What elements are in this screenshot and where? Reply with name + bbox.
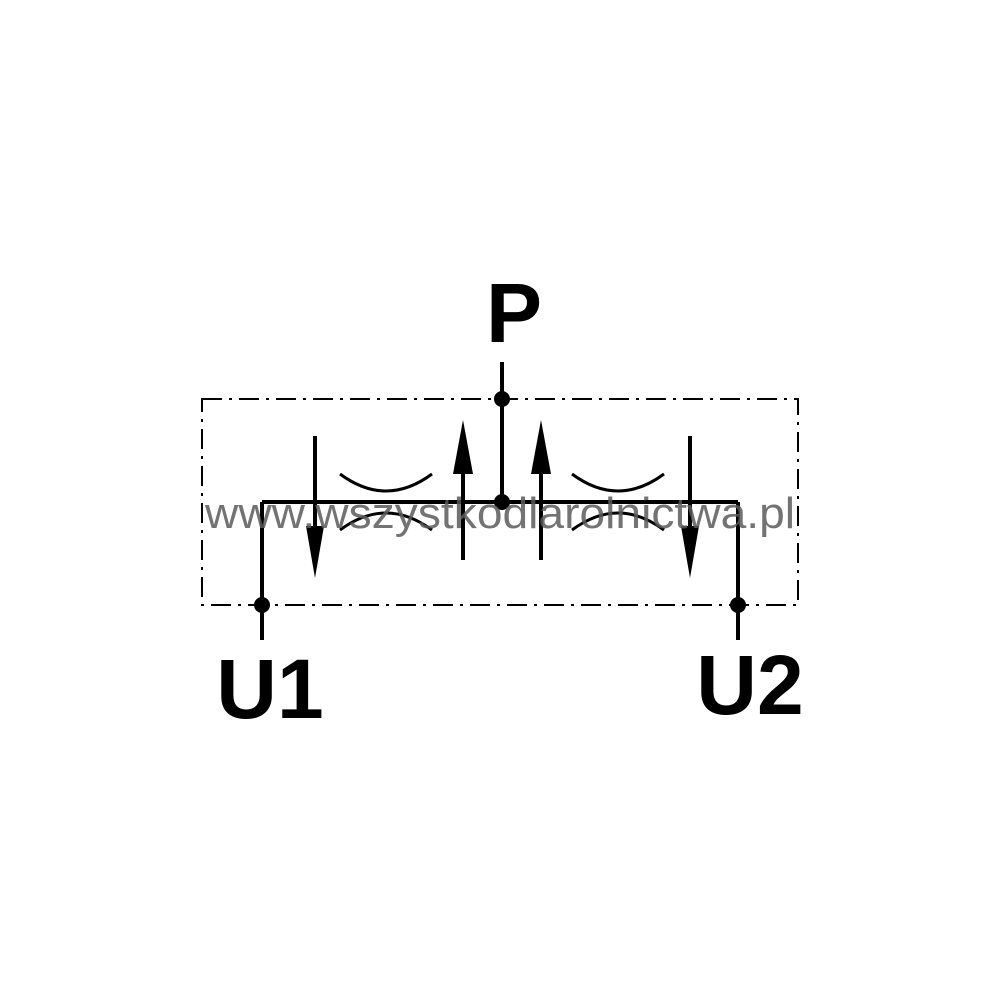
port-label-p: P: [486, 266, 542, 360]
arrow-down-icon: [681, 526, 699, 578]
flow-arrow-right-down: [681, 436, 699, 578]
arrow-up-icon: [453, 420, 473, 474]
port-label-u1: U1: [216, 642, 323, 736]
flow-arrow-center-left-up: [453, 420, 473, 560]
throttle-left: [339, 472, 433, 532]
throttle-right-lower-arc: [571, 511, 665, 532]
junction-dot-p-boundary: [494, 391, 510, 407]
port-label-u2: U2: [696, 638, 803, 732]
junction-dot-u2: [730, 597, 746, 613]
junction-dot-u1: [254, 597, 270, 613]
arrow-up-icon: [531, 420, 551, 474]
flow-arrow-center-right-up: [531, 420, 551, 560]
throttle-left-lower-arc: [339, 511, 433, 532]
watermark-text: www.wszystkodlarolnictwa.pl: [204, 489, 795, 538]
junction-dot-center: [494, 494, 510, 510]
flow-arrow-left-down: [306, 436, 324, 578]
arrow-down-icon: [306, 526, 324, 578]
throttle-right: [571, 472, 665, 532]
throttle-right-upper-arc: [571, 472, 665, 493]
throttle-left-upper-arc: [339, 472, 433, 493]
